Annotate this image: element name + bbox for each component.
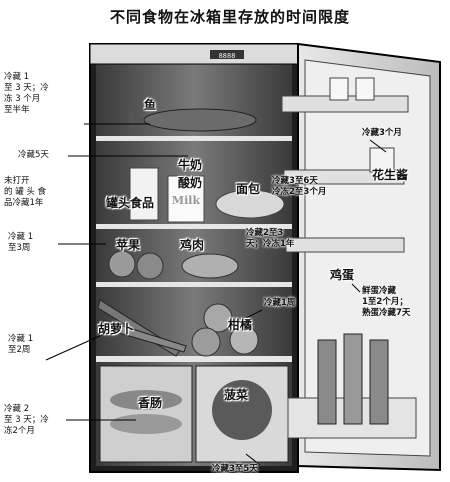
milk-carton-text: Milk [172,194,201,207]
sausage-note: 冷藏 2 至 3 天；冷 冻2个月 [4,404,49,436]
fridge-readout: 8888 [219,52,236,60]
peanut-note: 冷藏3个月 [362,128,402,138]
spinach-label: 菠菜 [224,388,249,402]
apple-note: 冷藏 1 至3周 [8,232,34,253]
yogurt-label: 酸奶 [178,176,203,190]
spinach-note: 冷藏3至5天 [212,464,258,474]
orange-label: 柑橘 [228,318,253,332]
bread-label: 面包 [236,182,261,196]
milk-note: 冷藏5天 [18,150,49,160]
egg-note: 鲜蛋冷藏 1至2个月； 熟蛋冷藏7天 [362,286,411,318]
canned-label: 罐头食品 [106,196,155,210]
chicken-label: 鸡肉 [180,238,205,252]
peanut-label: 花生酱 [372,168,409,182]
sausage-label: 香肠 [138,396,163,410]
fish-note: 冷藏 1 至 3 天；冷 冻 3 个月 至半年 [4,72,49,115]
bread-note: 冷藏3至6天 冷冻2至3个月 [272,176,327,197]
canned-note: 未打开 的 罐 头 食 品冷藏1年 [4,176,47,208]
fish-label: 鱼 [144,98,157,112]
carrot-label: 胡萝卜 [98,322,135,336]
orange-note: 冷藏1周 [264,298,296,308]
chicken-note: 冷藏2至3 天；冷冻1年 [246,228,295,249]
carrot-note: 冷藏 1 至2周 [8,334,34,355]
apple-label: 苹果 [116,238,141,252]
milk-label: 牛奶 [178,158,203,172]
page-title: 不同食物在冰箱里存放的时间限度 [109,8,350,26]
egg-label: 鸡蛋 [330,268,355,282]
